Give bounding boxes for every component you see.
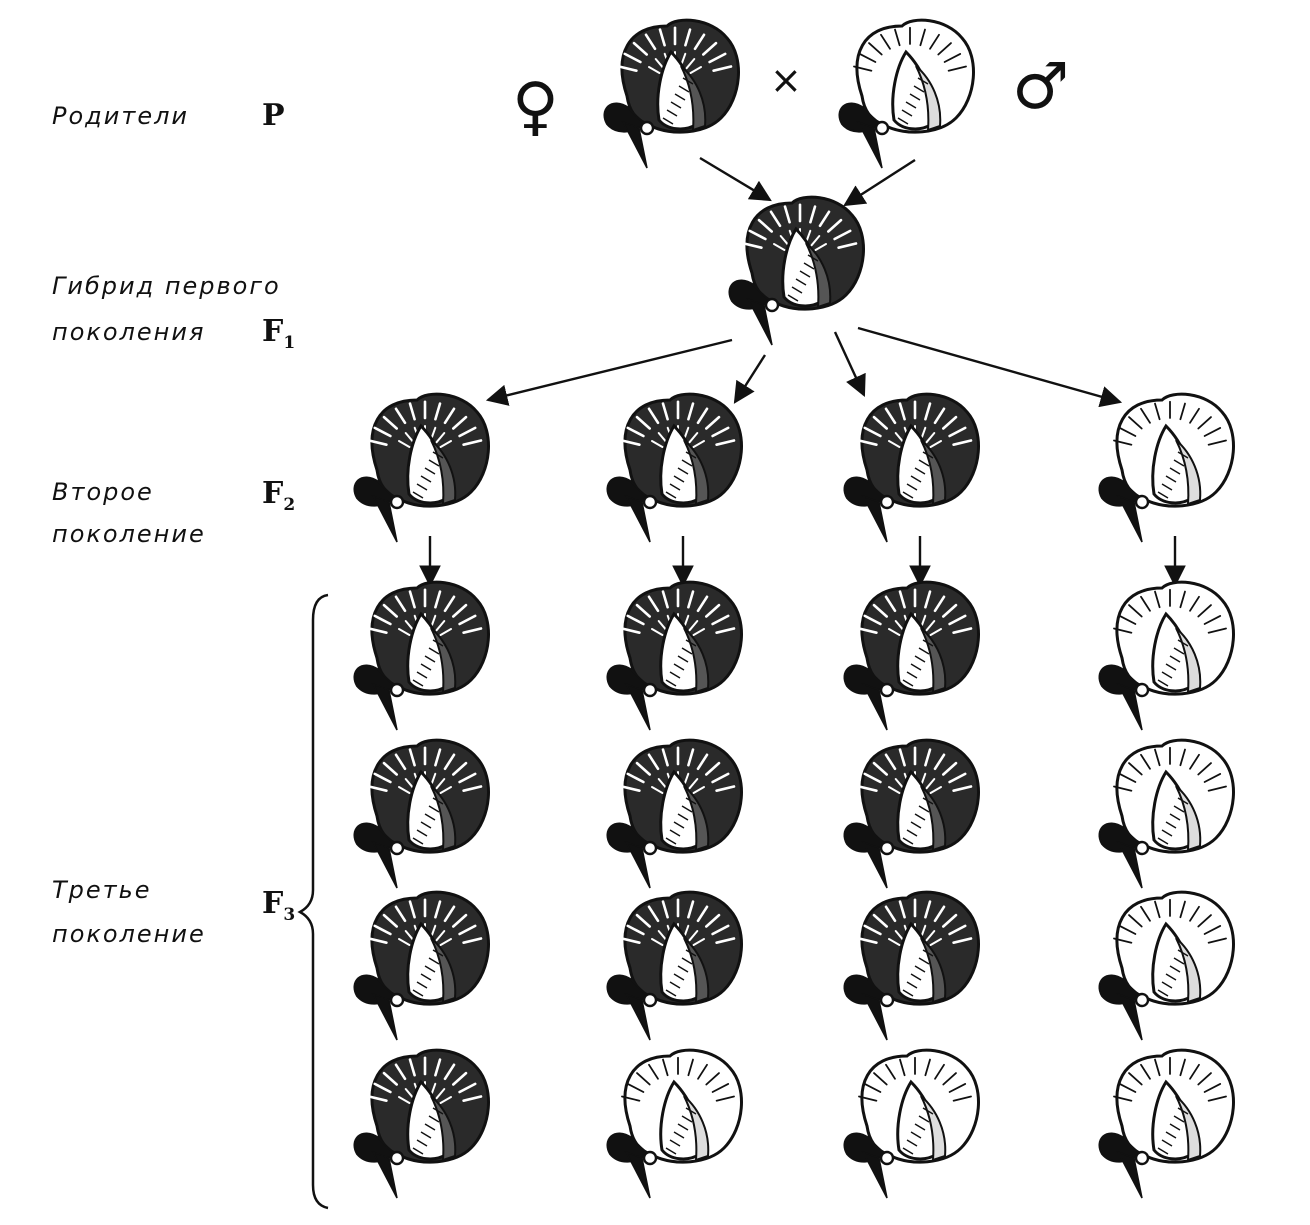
label-f1-line2: поколения bbox=[52, 318, 206, 346]
f3-flower-r4-c1 bbox=[353, 1048, 490, 1199]
arrow-f1-to-f2-3 bbox=[833, 331, 866, 397]
generation-f3-index: 3 bbox=[283, 905, 296, 925]
label-parents: Родители bbox=[52, 102, 190, 130]
generation-f2-letter: F bbox=[262, 476, 284, 511]
male-symbol: ♂ bbox=[1012, 50, 1070, 124]
label-f3-line1: Третье bbox=[52, 876, 152, 904]
arrows bbox=[419, 156, 1186, 588]
generation-f1-letter: F bbox=[262, 314, 284, 349]
f3-flower-r1-c2 bbox=[606, 580, 743, 731]
f3-flower-r3-c3 bbox=[843, 890, 980, 1041]
generation-f3-letter: F bbox=[262, 886, 284, 921]
arrow-f1-to-f2-4 bbox=[857, 326, 1123, 408]
flowers bbox=[353, 18, 1235, 1199]
generation-f2: F2 bbox=[262, 477, 295, 522]
f3-flower-r1-c3 bbox=[843, 580, 980, 731]
f3-flower-r1-c4 bbox=[1098, 580, 1235, 731]
f1-flower bbox=[728, 195, 865, 346]
generation-f1: F1 bbox=[262, 315, 295, 360]
f3-flower-r3-c1 bbox=[353, 890, 490, 1041]
f3-flower-r2-c4 bbox=[1098, 738, 1235, 889]
generation-f2-index: 2 bbox=[283, 495, 296, 515]
f3-flower-r3-c2 bbox=[606, 890, 743, 1041]
arrow-f1-to-f2-1 bbox=[485, 338, 733, 406]
f3-flower-r4-c3 bbox=[843, 1048, 980, 1199]
f3-flower-r2-c2 bbox=[606, 738, 743, 889]
arrow-f1-to-f2-2 bbox=[733, 354, 767, 404]
female-symbol: ♀ bbox=[512, 70, 559, 144]
f3-bracket bbox=[297, 593, 329, 1210]
f3-flower-r2-c3 bbox=[843, 738, 980, 889]
arrow-p-male-to-f1 bbox=[843, 158, 916, 207]
generation-f1-index: 1 bbox=[283, 333, 296, 353]
cross-symbol: × bbox=[770, 58, 802, 102]
label-f1-line1: Гибрид первого bbox=[52, 272, 281, 300]
label-f2-line2: поколение bbox=[52, 520, 206, 548]
f2-flower-1 bbox=[353, 392, 490, 543]
f3-flower-r4-c2 bbox=[606, 1048, 743, 1199]
f2-flower-3 bbox=[843, 392, 980, 543]
parent-flower-1 bbox=[603, 18, 740, 169]
label-f2-line1: Второе bbox=[52, 478, 154, 506]
f2-flower-2 bbox=[606, 392, 743, 543]
parent-flower-2 bbox=[838, 18, 975, 169]
f3-flower-r1-c1 bbox=[353, 580, 490, 731]
generation-p: P bbox=[262, 98, 285, 133]
f3-flower-r4-c4 bbox=[1098, 1048, 1235, 1199]
f2-flower-4 bbox=[1098, 392, 1235, 543]
label-f3-line2: поколение bbox=[52, 920, 206, 948]
f3-flower-r2-c1 bbox=[353, 738, 490, 889]
arrow-p-female-to-f1 bbox=[699, 156, 772, 202]
generation-f3: F3 bbox=[262, 887, 295, 932]
f3-flower-r3-c4 bbox=[1098, 890, 1235, 1041]
